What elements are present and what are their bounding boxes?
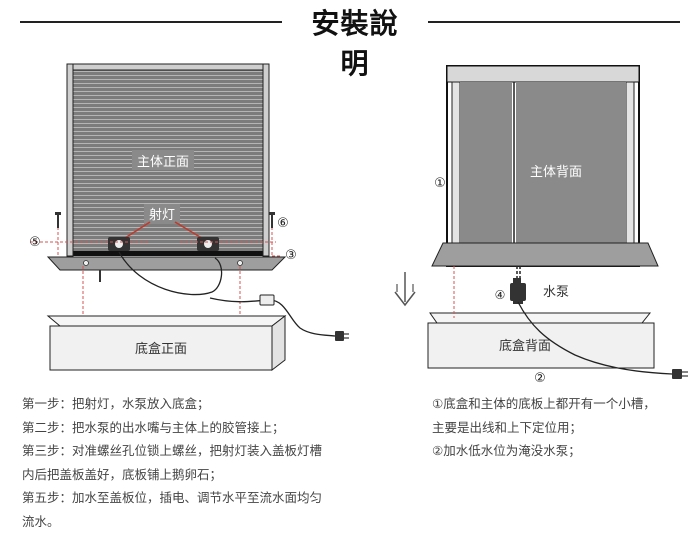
- marker-4: ④: [495, 288, 506, 302]
- step-line: 第三步：对准螺丝孔位锁上螺丝，把射灯装入盖板灯槽: [22, 443, 323, 458]
- step-line: 第五步：加水至盖板位，插电、调节水平至流水面均匀: [22, 490, 323, 505]
- title-rule-left: [20, 21, 282, 23]
- main-back-label: 主体背面: [530, 165, 582, 180]
- note-line: ①底盒和主体的底板上都开有一个小槽，: [432, 396, 656, 411]
- cover-plate: [46, 256, 287, 271]
- pump-icon: [510, 278, 526, 304]
- marker-1: ①: [434, 176, 446, 191]
- base-front-label: 底盒正面: [135, 341, 187, 357]
- power-cable-left: [209, 297, 336, 337]
- down-arrow-icon: [394, 272, 416, 307]
- back-plate: [431, 242, 659, 267]
- left-figure: 主体正面 射灯: [29, 63, 349, 372]
- main-body-front: 主体正面 射灯: [66, 63, 270, 257]
- step-line: 内后把盖板盖好，底板铺上鹅卵石；: [22, 466, 223, 482]
- plug-right-icon: [672, 369, 682, 379]
- pump-label: 水泵: [543, 285, 569, 300]
- spotlight-cable: [118, 251, 223, 296]
- title-rule-right: [428, 21, 680, 23]
- main-front-label: 主体正面: [137, 155, 189, 170]
- base-box-front: 底盒正面: [46, 314, 287, 372]
- screw-right-icon: [269, 212, 275, 228]
- notes-list: ①底盒和主体的底板上都开有一个小槽， 主要是出线和上下定位用； ②加水低水位为淹…: [432, 392, 692, 463]
- plug-left-icon: [335, 331, 344, 341]
- spotlight-left: [108, 237, 130, 251]
- base-back-label: 底盒背面: [499, 338, 551, 354]
- step-line: 第一步：把射灯，水泵放入底盒；: [22, 396, 210, 411]
- spotlight-right: [197, 237, 219, 251]
- note-line: ②加水低水位为淹没水泵；: [432, 443, 581, 458]
- right-figure: 主体背面 ① ④ 水泵 底盒背面: [394, 65, 688, 386]
- steps-list: 第一步：把射灯，水泵放入底盒； 第二步：把水泵的出水嘴与主体上的胶管接上； 第三…: [22, 392, 362, 533]
- installation-diagram: 主体正面 射灯: [29, 63, 688, 386]
- page-title: 安裝說明: [311, 7, 399, 80]
- step-line: 第二步：把水泵的出水嘴与主体上的胶管接上；: [22, 419, 285, 435]
- title-row: 安裝說明: [0, 0, 700, 80]
- marker-2: ②: [534, 371, 546, 386]
- marker-6: ⑥: [277, 216, 289, 231]
- note-line: 主要是出线和上下定位用；: [432, 419, 583, 435]
- base-box-back: 底盒背面: [427, 312, 655, 369]
- screw-left-icon: [55, 212, 61, 228]
- main-body-back: 主体背面: [446, 65, 640, 267]
- marker-5: ⑤: [29, 235, 41, 250]
- spotlight-label: 射灯: [149, 207, 175, 223]
- power-cable-right: [517, 301, 673, 375]
- step-line: 流水。: [22, 513, 60, 529]
- marker-3: ③: [285, 248, 297, 263]
